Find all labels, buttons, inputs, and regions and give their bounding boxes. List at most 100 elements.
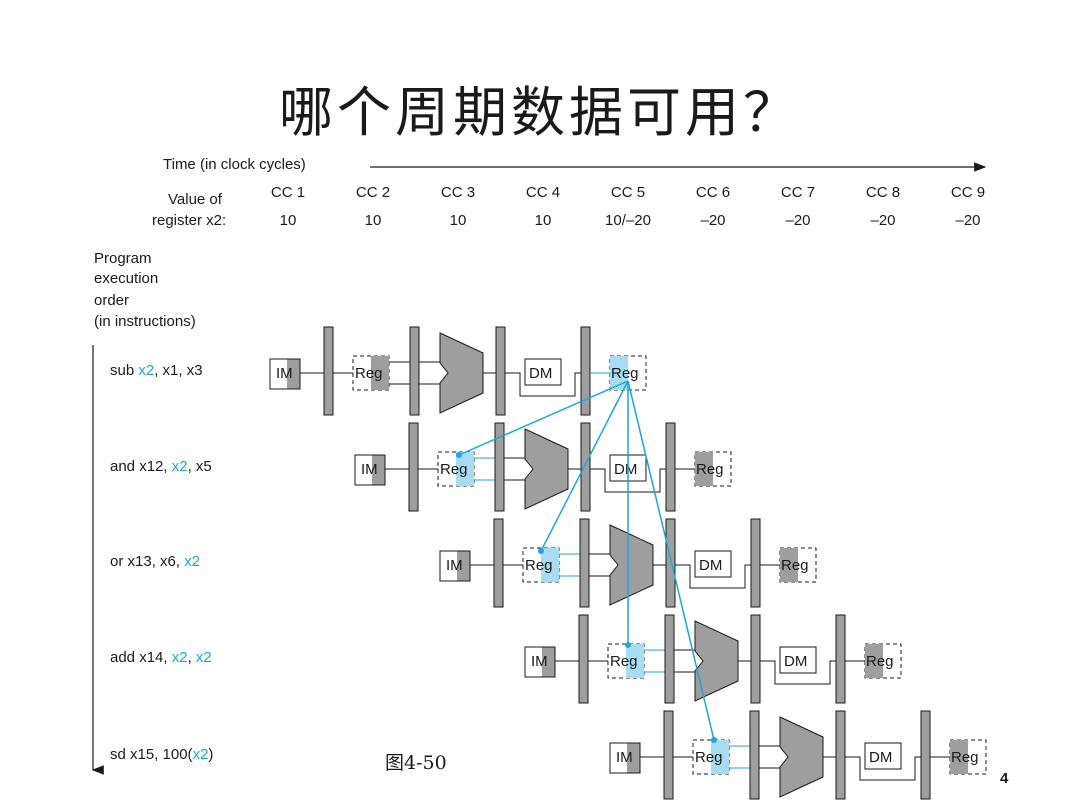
cc-label: CC 5 xyxy=(610,184,646,201)
wire xyxy=(505,372,581,397)
pipeline-register-id-ex xyxy=(494,422,505,512)
register-value: –20 xyxy=(785,212,811,229)
instruction-or: or x13, x6, x2 xyxy=(110,553,200,570)
im-outline xyxy=(524,646,556,678)
reg-write-shade xyxy=(950,740,968,774)
im-shade xyxy=(627,743,640,773)
im-outline xyxy=(269,358,301,390)
cc-label: CC 2 xyxy=(355,184,391,201)
reg-write-shade xyxy=(610,356,628,390)
register-value: –20 xyxy=(700,212,726,229)
cc-label: CC 7 xyxy=(780,184,816,201)
instruction-sub: sub x2, x1, x3 xyxy=(110,362,203,379)
order-label-2: execution xyxy=(94,270,159,287)
reg-write-shade xyxy=(780,548,798,582)
value-label-line2: register x2: xyxy=(152,212,227,229)
wire xyxy=(845,756,921,781)
forwarding-arrow-head xyxy=(538,548,544,554)
reg-read-label: Reg xyxy=(610,653,638,670)
reg-read-shade xyxy=(371,356,389,390)
reg-write-label: Reg xyxy=(866,653,894,670)
pipeline-register-ex-mem xyxy=(495,326,506,416)
instruction-text: sub xyxy=(110,362,139,379)
pipeline-register-mem-wb xyxy=(920,710,931,800)
alu-block xyxy=(694,620,739,702)
pipeline-register-if-id xyxy=(578,614,589,704)
im-outline xyxy=(609,742,641,774)
dm-block xyxy=(779,646,817,674)
reg-read-label: Reg xyxy=(440,461,468,478)
highlighted-operand: x2 xyxy=(138,362,155,379)
slide-title: 哪个周期数据可用？ xyxy=(279,81,801,144)
cc-label: CC 9 xyxy=(950,184,986,201)
pipeline-register-id-ex xyxy=(749,710,760,800)
im-label: IM xyxy=(616,749,633,766)
cc-label: CC 1 xyxy=(270,184,306,201)
instruction-text: sd x15, 100( xyxy=(110,746,193,763)
instruction-text: and x12, xyxy=(110,458,172,475)
pipeline-register-mem-wb xyxy=(750,518,761,608)
im-label: IM xyxy=(361,461,378,478)
time-axis-label: Time (in clock cycles) xyxy=(163,156,306,173)
pipeline-register-if-id xyxy=(663,710,674,800)
register-value: –20 xyxy=(870,212,896,229)
im-label: IM xyxy=(531,653,548,670)
dm-label: DM xyxy=(614,461,637,478)
reg-read-shade xyxy=(711,740,729,774)
reg-write-shade xyxy=(695,452,713,486)
pipeline-row-add: IM Reg DM Reg xyxy=(524,614,902,704)
register-value: 10 xyxy=(279,212,297,229)
pipeline-register-mem-wb xyxy=(580,326,591,416)
pipeline-register-mem-wb xyxy=(665,422,676,512)
highlighted-operand: x2 xyxy=(171,458,188,475)
reg-read-shade xyxy=(541,548,559,582)
highlighted-operand: x2 xyxy=(184,553,201,570)
dm-label: DM xyxy=(869,749,892,766)
instruction-sd: sd x15, 100(x2) xyxy=(110,746,213,763)
im-shade xyxy=(287,359,300,389)
pipeline-register-if-id xyxy=(493,518,504,608)
instruction-and: and x12, x2, x5 xyxy=(110,458,212,475)
forwarding-arrow xyxy=(540,380,629,552)
register-value: 10 xyxy=(364,212,382,229)
order-label-4: (in instructions) xyxy=(94,313,196,330)
alu-block xyxy=(779,716,824,798)
pipeline-register-ex-mem xyxy=(835,710,846,800)
im-label: IM xyxy=(446,557,463,574)
alu-block xyxy=(439,332,484,414)
highlighted-operand: x2 xyxy=(171,649,188,666)
forwarding-arrow xyxy=(627,380,715,741)
reg-read-shade xyxy=(626,644,644,678)
pipeline-register-id-ex xyxy=(579,518,590,608)
pipeline-register-ex-mem xyxy=(580,422,591,512)
forwarding-arrow-head xyxy=(711,737,717,743)
reg-write-label: Reg xyxy=(611,365,639,382)
pipeline-register-if-id xyxy=(408,422,419,512)
dm-block xyxy=(524,358,562,386)
pipeline-register-if-id xyxy=(323,326,334,416)
instruction-text: or x13, x6, xyxy=(110,553,185,570)
register-value: 10 xyxy=(534,212,552,229)
im-shade xyxy=(457,551,470,581)
forwarding-arrow-head xyxy=(456,452,462,458)
alu-block xyxy=(524,428,569,510)
im-shade xyxy=(372,455,385,485)
reg-write-label: Reg xyxy=(781,557,809,574)
dm-label: DM xyxy=(699,557,722,574)
highlighted-operand: x2 xyxy=(195,649,212,666)
im-shade xyxy=(542,647,555,677)
im-label: IM xyxy=(276,365,293,382)
register-value: –20 xyxy=(955,212,981,229)
im-outline xyxy=(354,454,386,486)
dm-block xyxy=(694,550,732,578)
instruction-text: , x5 xyxy=(187,458,212,475)
pipeline-register-id-ex xyxy=(664,614,675,704)
instruction-text: , x1, x3 xyxy=(154,362,203,379)
pipeline-register-id-ex xyxy=(409,326,420,416)
dm-label: DM xyxy=(784,653,807,670)
dm-label: DM xyxy=(529,365,552,382)
